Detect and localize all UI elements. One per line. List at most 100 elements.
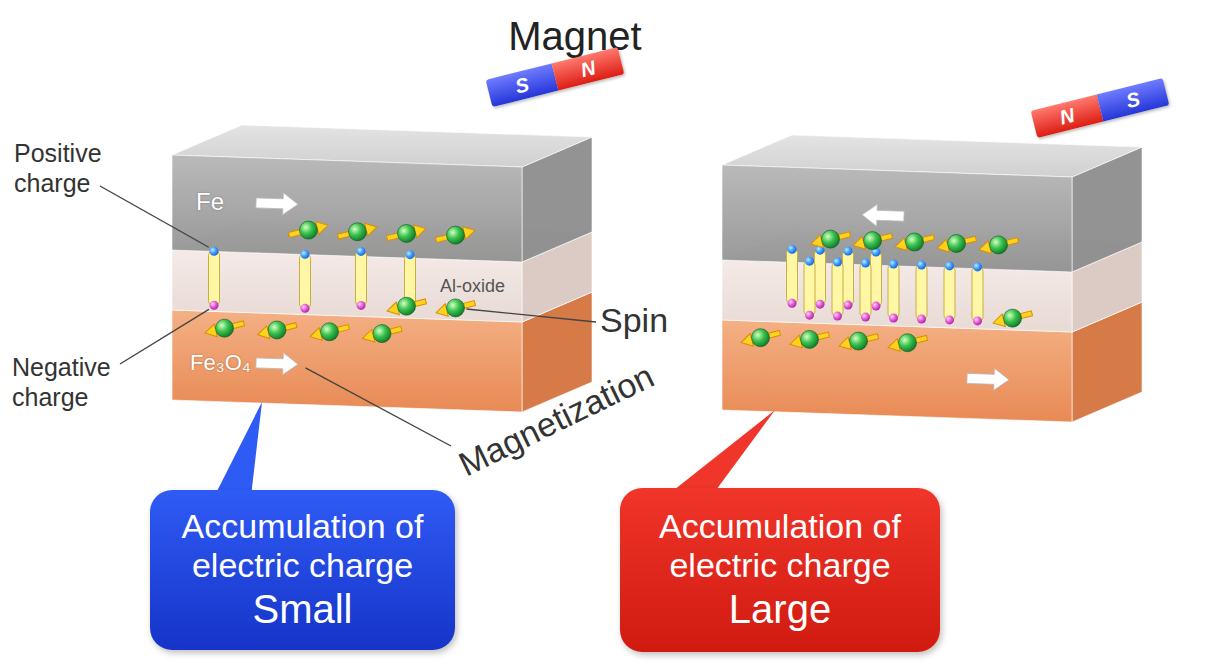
fe-layer: [722, 135, 1142, 272]
spin: [789, 328, 831, 350]
spin-arrow: [386, 295, 428, 317]
negative-charge-dot: [973, 316, 982, 325]
charge-bar: [888, 263, 899, 319]
fe-layer-front: [172, 155, 522, 262]
spin: [810, 228, 852, 250]
charge-bar: [871, 251, 882, 307]
callout-value: Small: [252, 585, 352, 633]
charge-bar: [787, 248, 798, 304]
charge-bar: [860, 262, 871, 318]
charge-pair: [356, 247, 367, 310]
spin-arrow: [337, 221, 379, 243]
positive-charge-dot: [788, 245, 797, 254]
spin-ball: [398, 297, 416, 315]
positive-charge-dot: [917, 260, 926, 269]
fe-layer-front: [722, 165, 1072, 272]
charge-pair: [300, 250, 311, 313]
positive-charge-dot: [805, 257, 814, 266]
oxide-layer-front: [722, 260, 1072, 332]
fe3o4-layer-front: [172, 310, 522, 412]
magnetization-arrow: [256, 353, 298, 375]
spin-arrow: [936, 232, 978, 254]
negative-charge-dot: [301, 304, 310, 313]
spin-arrow: [852, 229, 894, 251]
callout-box: Accumulation of electric chargeLarge: [620, 488, 940, 652]
layer-name: Fe₃O₄: [190, 350, 251, 376]
spin-ball: [349, 223, 367, 241]
magnet-pole: N: [1031, 94, 1104, 138]
charge-bar: [815, 249, 826, 305]
negative-charge-dot: [210, 301, 219, 310]
callout-heading: Accumulation of electric charge: [164, 507, 441, 585]
pole-letter: N: [1058, 105, 1077, 128]
spin-arrow: [838, 330, 880, 352]
magnetization-arrow: [862, 204, 904, 226]
layer-stack: [172, 125, 592, 412]
spin: [887, 332, 929, 354]
negative-charge-dot: [805, 311, 814, 320]
spin-ball: [216, 319, 234, 337]
positive-charge-dot: [861, 259, 870, 268]
spin-ball: [447, 226, 465, 244]
charge-pair: [843, 247, 854, 310]
magnetization-arrow: [256, 193, 298, 215]
charge-label: Positive charge: [14, 138, 126, 198]
charge-pair: [916, 260, 927, 323]
spin: [838, 330, 880, 352]
pole-letter: N: [579, 57, 598, 80]
spin-ball: [801, 330, 819, 348]
spin: [337, 221, 379, 243]
spin: [936, 232, 978, 254]
charge-bar: [356, 250, 367, 306]
spin-arrow: [978, 234, 1020, 256]
spin-arrow: [386, 222, 428, 244]
spin-arrow: [309, 321, 351, 343]
charge-bar: [209, 250, 220, 306]
spin: [256, 319, 298, 341]
spin-ball: [850, 332, 868, 350]
charge-label: Negative charge: [12, 352, 124, 412]
negative-charge-dot: [788, 299, 797, 308]
positive-charge-dot: [973, 262, 982, 271]
spin-arrow: [810, 228, 852, 250]
spin: [992, 307, 1034, 329]
leader-line: [100, 186, 209, 247]
charge-bar: [944, 265, 955, 321]
negative-charge-dot: [357, 301, 366, 310]
spin-ball: [373, 325, 391, 343]
charge-pair: [944, 261, 955, 324]
positive-charge-dot: [357, 247, 366, 256]
negative-charge-dot: [844, 301, 853, 310]
spin-arrow: [740, 327, 782, 349]
charge-bar: [972, 266, 983, 322]
spin-ball: [1004, 309, 1022, 327]
negative-charge-dot: [917, 314, 926, 323]
charge-pair: [815, 246, 826, 309]
leader-line: [306, 368, 451, 446]
spin: [386, 295, 428, 317]
fe-layer: [172, 125, 592, 262]
negative-charge-dot: [889, 314, 898, 323]
positive-charge-dot: [210, 247, 219, 256]
negative-charge-dot: [833, 312, 842, 321]
spin: [894, 231, 936, 253]
magnetization-arrow: [967, 368, 1009, 390]
magnet-title: Magnet: [508, 12, 641, 60]
spin-ball: [321, 323, 339, 341]
spin: [204, 317, 246, 339]
spin-ball: [822, 230, 840, 248]
spin-arrow: [887, 332, 929, 354]
charge-pair: [209, 247, 220, 310]
spin-ball: [752, 329, 770, 347]
negative-charge-dot: [861, 313, 870, 322]
charge-pair: [972, 262, 983, 325]
charge-pair: [888, 260, 899, 323]
spin-arrow: [789, 328, 831, 350]
spin-ball: [899, 334, 917, 352]
charge-bar: [804, 260, 815, 316]
spin-arrow: [361, 322, 403, 344]
pole-letter: S: [513, 74, 531, 97]
leader-line: [466, 309, 596, 322]
magnet-pole: S: [486, 63, 559, 107]
